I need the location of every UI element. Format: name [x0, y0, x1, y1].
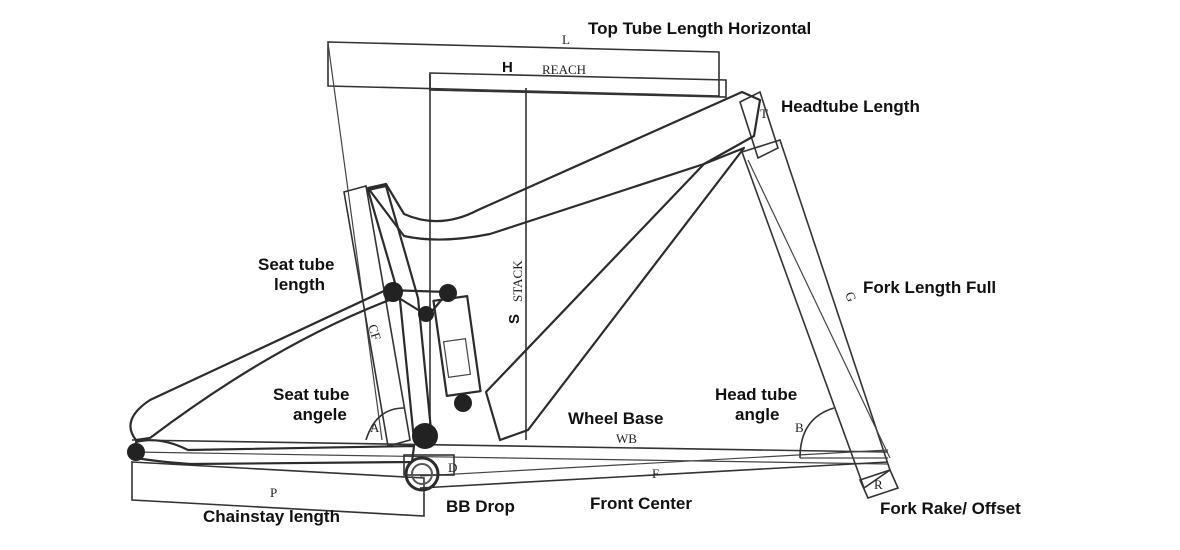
pivot-upper-left — [383, 282, 403, 302]
chainstay-length-box — [131, 461, 425, 517]
label-seat-tube-length-1: Seat tube — [258, 255, 335, 274]
letter-cf: CF — [365, 322, 384, 342]
letter-l: L — [562, 32, 570, 47]
seat-stay — [129, 288, 402, 442]
front-center-line-upper — [419, 449, 889, 477]
letter-d: D — [448, 460, 457, 475]
letter-reach: REACH — [542, 62, 586, 77]
top-tube-left-line — [327, 42, 383, 441]
seat-tube-length-band — [343, 184, 411, 448]
label-seat-tube-angle-2: angele — [293, 405, 347, 424]
pivot-main — [412, 423, 438, 449]
letter-p: P — [270, 485, 277, 500]
head-tube-angle-arc — [799, 407, 835, 459]
letter-g: G — [842, 290, 859, 304]
fork-rake-box — [858, 469, 900, 499]
label-chainstay-length: Chainstay length — [203, 507, 340, 526]
label-top-tube-length: Top Tube Length Horizontal — [588, 19, 811, 38]
label-fork-rake: Fork Rake/ Offset — [880, 499, 1021, 518]
label-bb-drop: BB Drop — [446, 497, 515, 516]
bb-drop-box — [403, 454, 455, 476]
letter-t: T — [760, 106, 768, 121]
bottom-bracket — [404, 456, 440, 492]
headtube-length-band — [739, 90, 779, 160]
letter-wb: WB — [616, 431, 637, 446]
letter-a: A — [370, 420, 380, 435]
letter-f: F — [652, 466, 659, 481]
rear-link — [384, 288, 450, 318]
letter-h: H — [502, 59, 513, 76]
letter-stack: STACK — [510, 260, 525, 302]
head-tube-axis-line — [747, 159, 891, 459]
down-tube — [484, 146, 746, 442]
label-headtube-length: Headtube Length — [781, 97, 920, 116]
wheel-base-line-lower — [131, 451, 889, 465]
rear-shock-body — [442, 337, 472, 379]
letter-s: S — [506, 314, 523, 324]
wheel-base-line — [131, 439, 889, 453]
label-seat-tube-angle-1: Seat tube — [273, 385, 350, 404]
label-wheel-base: Wheel Base — [568, 409, 663, 428]
label-front-center: Front Center — [590, 494, 692, 513]
letter-r: R — [874, 477, 883, 492]
label-head-tube-angle-1: Head tube — [715, 385, 797, 404]
front-center-line — [419, 461, 889, 489]
bottom-bracket-inner — [411, 463, 433, 485]
fork-length-band — [740, 139, 891, 490]
pivot-dropout — [127, 443, 145, 461]
rear-shock — [432, 295, 482, 397]
top-tube-length-box — [327, 41, 720, 97]
pivot-link — [418, 306, 434, 322]
pivot-shock-lower — [454, 394, 472, 412]
top-tube — [366, 90, 762, 241]
seat-tube-angle-arc — [365, 407, 405, 441]
label-seat-tube-length-2: length — [274, 275, 325, 294]
pivot-upper-right — [439, 284, 457, 302]
label-fork-length-full: Fork Length Full — [863, 278, 996, 297]
letter-b: B — [795, 420, 804, 435]
label-head-tube-angle-2: angle — [735, 405, 779, 424]
